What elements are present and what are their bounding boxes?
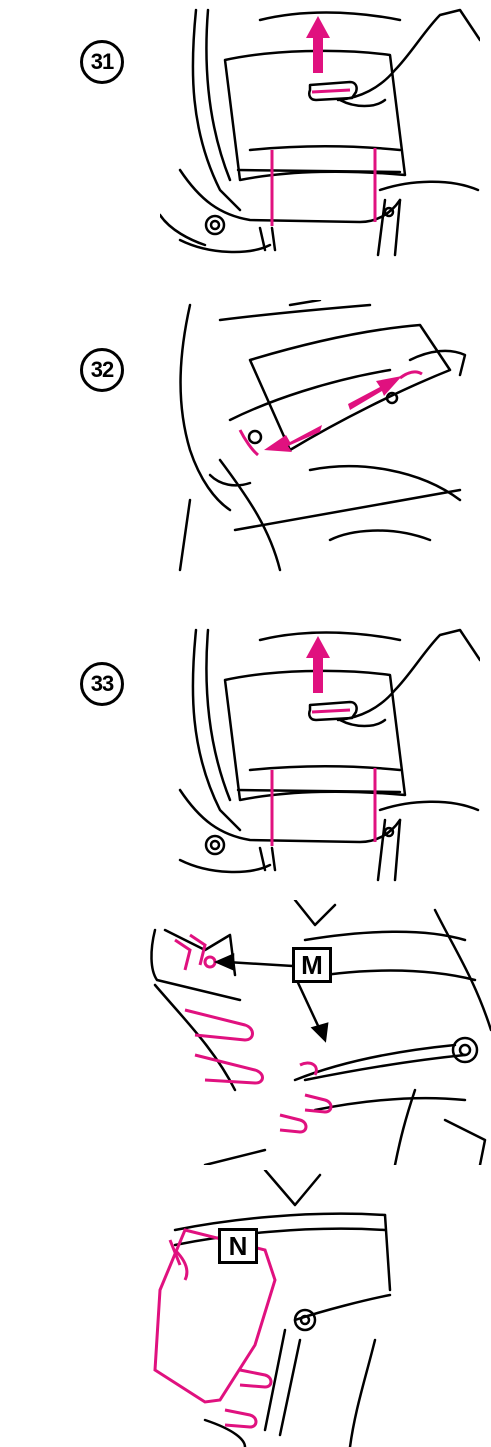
step-31: 31 <box>0 0 491 260</box>
callout-label-n: N <box>218 1228 258 1264</box>
arrow-up-icon <box>306 16 330 73</box>
detail-m: M <box>0 900 491 1165</box>
seat-back-lift-illustration <box>160 8 480 257</box>
arrow-up-icon <box>306 636 330 693</box>
step-number-badge: 33 <box>80 662 124 706</box>
step-33: 33 <box>0 620 491 885</box>
callout-label-m: M <box>292 947 332 983</box>
step-32: 32 <box>0 300 491 575</box>
detail-n: N <box>0 1170 491 1447</box>
hinge-detail-n-illustration <box>153 1170 392 1447</box>
seat-back-lift-illustration <box>178 628 480 882</box>
seat-back-unlatch-illustration <box>178 300 467 572</box>
hinge-detail-m-illustration <box>150 900 491 1165</box>
step-number-badge: 31 <box>80 40 124 84</box>
arrows-inward-icon <box>264 376 402 452</box>
step-number-badge: 32 <box>80 348 124 392</box>
